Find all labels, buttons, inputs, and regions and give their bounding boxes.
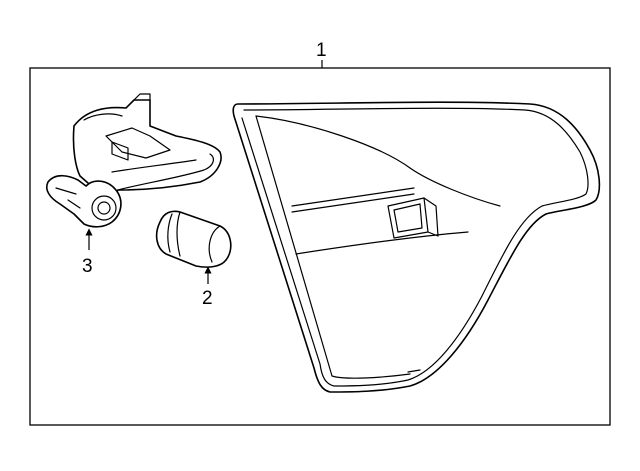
- diagram-frame: [29, 67, 611, 426]
- socket-harness: [45, 93, 222, 228]
- callout-3-label: 3: [82, 256, 93, 277]
- callout-2-label: 2: [202, 288, 213, 309]
- callout-1-label: 1: [316, 40, 327, 61]
- tail-lamp-assembly: [232, 101, 601, 393]
- bulb: [155, 210, 232, 268]
